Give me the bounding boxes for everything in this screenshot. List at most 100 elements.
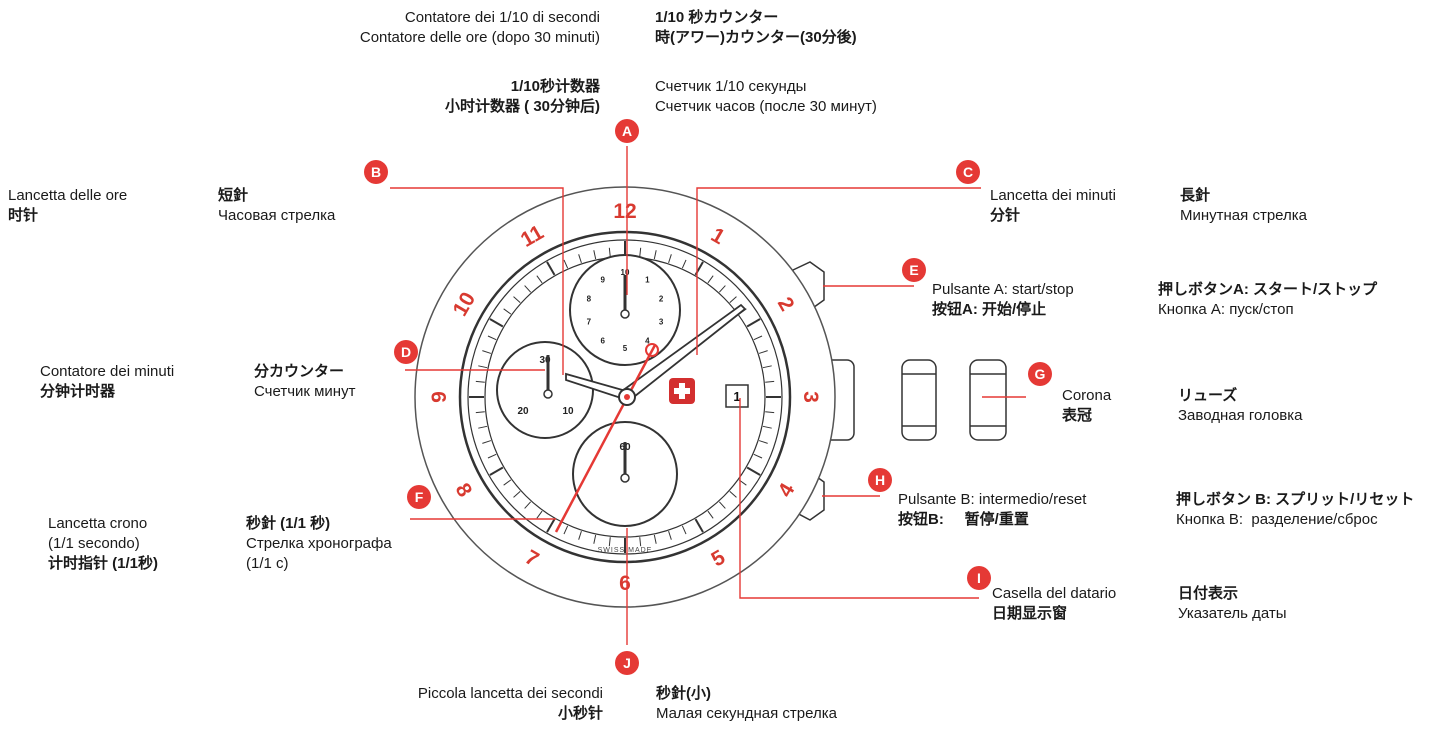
top-subdial-number-7: 7 [587, 318, 592, 327]
marker-h: H [868, 468, 892, 492]
label-b-it: Lancetta delle ore [8, 187, 128, 204]
minute-tick [608, 247, 611, 257]
label-j-it: Piccola lancetta dei secondi [417, 685, 603, 702]
chrono-hand [554, 344, 657, 533]
crown-side-views [901, 359, 1007, 441]
label-a-ru-line1: Счетчик 1/10 секунды [655, 78, 807, 95]
label-a-ja: 1/10 秒カウンター 時(アワー)カウンター(30分後) [655, 8, 857, 48]
label-b-right: 短針 Часовая стрелка [218, 186, 335, 226]
minute-tick [503, 479, 512, 486]
minute-tick [753, 335, 763, 341]
minute-tick [593, 250, 597, 260]
minute-tick [487, 453, 497, 459]
marker-b: B [364, 160, 388, 184]
minute-tick [707, 275, 714, 284]
label-e-right: 押しボタンA: スタート/ストップ Кнопка A: пуск/стоп [1158, 280, 1377, 320]
label-e-zh: 按钮A: 开始/停止 [932, 301, 1047, 318]
marker-e: E [902, 258, 926, 282]
marker-i: I [967, 566, 991, 590]
top-subdial-number-8: 8 [587, 294, 592, 303]
minute-tick [668, 530, 672, 540]
label-c-right: 長針 Минутная стрелка [1180, 186, 1307, 226]
label-e-ja: 押しボタンA: スタート/ストップ [1158, 281, 1378, 298]
minute-tick [668, 254, 672, 264]
label-a-zh-line2: 小时计数器 ( 30分钟后) [444, 98, 600, 115]
minute-tick [513, 490, 521, 498]
minute-tick [681, 525, 687, 535]
minute-tick [746, 466, 761, 476]
top-subdial-number-4: 4 [645, 337, 650, 346]
label-a-zh: 1/10秒计数器 小时计数器 ( 30分钟后) [445, 77, 600, 117]
label-b-left: Lancetta delle ore 时针 [8, 186, 127, 226]
label-f-zh: 计时指针 (1/1秒) [48, 555, 159, 572]
label-d-it: Contatore dei minuti [40, 363, 175, 380]
label-h-ja: 押しボタン B: スプリット/リセット [1176, 491, 1415, 508]
label-d-ru: Счетчик минут [254, 383, 356, 400]
label-b-zh: 时针 [8, 207, 39, 224]
minute-tick [639, 537, 642, 547]
label-g-ja: リューズ [1178, 387, 1238, 404]
label-g-it: Corona [1062, 387, 1112, 404]
label-c-ru: Минутная стрелка [1180, 207, 1307, 224]
label-j-right: 秒針(小) Малая секундная стрелка [656, 684, 837, 724]
label-i-right: 日付表示 Указатель даты [1178, 584, 1287, 624]
top-subdial-number-5: 5 [623, 344, 628, 353]
marker-g: G [1028, 362, 1052, 386]
svg-text:G: G [1035, 366, 1046, 382]
minute-tick [762, 425, 772, 429]
minute-tick [478, 365, 488, 369]
minute-tick [758, 350, 768, 354]
svg-text:B: B [371, 164, 381, 180]
minute-tick [482, 350, 492, 354]
label-d-right: 分カウンター Счетчик минут [254, 362, 355, 402]
minute-tick [563, 525, 569, 535]
minute-tick [653, 250, 657, 260]
minute-tick [489, 318, 504, 328]
minute-tick [707, 510, 714, 519]
label-a-ru-line2: Счетчик часов (после 30 минут) [655, 98, 877, 115]
label-c-it: Lancetta dei minuti [990, 187, 1116, 204]
left-subdial-10: 10 [562, 406, 574, 417]
label-j-left: Piccola lancetta dei secondi 小秒针 [418, 684, 603, 724]
label-f-it-line2: (1/1 secondo) [48, 535, 140, 552]
subdial-bottom: 60 [572, 421, 678, 527]
minute-tick [524, 501, 532, 509]
label-c-zh: 分针 [990, 207, 1021, 224]
watch-hands [554, 303, 747, 533]
swiss-made-text: SWISS MADE [598, 547, 653, 554]
top-subdial-number-10: 10 [621, 268, 630, 277]
label-e-ru: Кнопка A: пуск/стоп [1158, 301, 1294, 318]
swiss-cross-logo [669, 378, 695, 404]
minute-tick [762, 365, 772, 369]
minute-tick [758, 440, 768, 444]
label-i-it: Casella del datario [992, 585, 1117, 602]
label-d-left: Contatore dei minuti 分钟计时器 [40, 362, 174, 402]
minute-tick [753, 453, 763, 459]
left-subdial-30: 30 [539, 355, 551, 366]
date-window: 1 [725, 384, 749, 408]
minute-tick [546, 261, 556, 276]
label-j-ru: Малая секундная стрелка [656, 705, 837, 722]
minute-tick [536, 510, 543, 519]
svg-text:F: F [415, 489, 424, 505]
leader-lines [390, 146, 1026, 645]
label-h-ru: Кнопка B: разделение/сброс [1176, 511, 1378, 528]
bezel-numeral-9: 9 [428, 391, 451, 403]
label-a-ja-line1: 1/10 秒カウンター [655, 9, 779, 26]
label-b-ru: Часовая стрелка [218, 207, 336, 224]
label-f-ru-line1: Стрелка хронографа [246, 535, 392, 552]
label-h-zh: 按钮B: 暂停/重置 [898, 511, 1029, 528]
label-j-ja: 秒針(小) [656, 685, 711, 702]
label-b-ja: 短針 [218, 187, 249, 204]
svg-text:A: A [622, 123, 632, 139]
minute-tick [536, 275, 543, 284]
marker-f: F [407, 485, 431, 509]
crown-view-1 [901, 359, 937, 441]
svg-text:E: E [909, 262, 918, 278]
label-e-left: Pulsante A: start/stop 按钮A: 开始/停止 [932, 280, 1074, 320]
label-a-it: Contatore dei 1/10 di secondi Contatore … [360, 8, 600, 48]
label-d-ja: 分カウンター [254, 363, 345, 380]
minute-tick [489, 466, 504, 476]
